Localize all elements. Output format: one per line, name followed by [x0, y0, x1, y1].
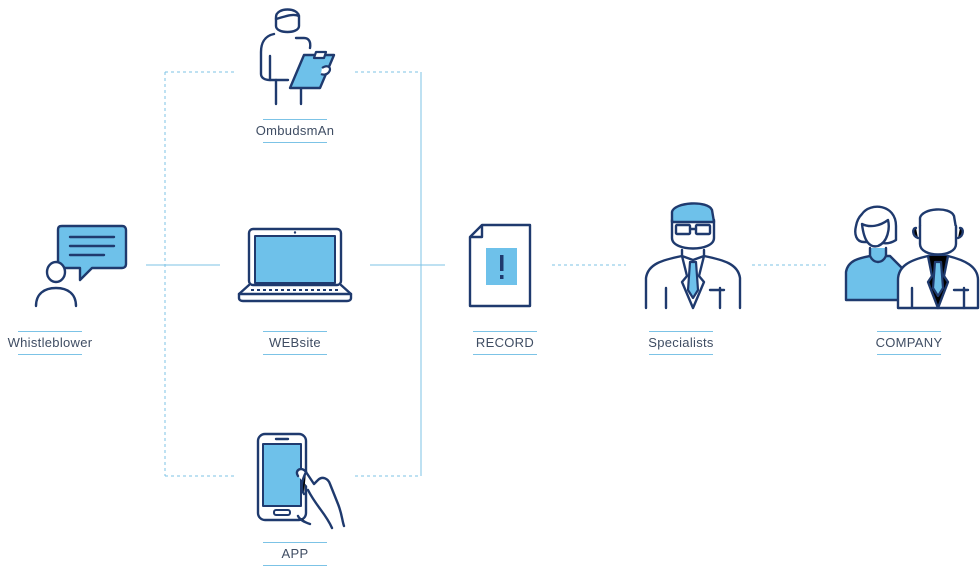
- app-node: APP: [250, 542, 340, 566]
- record-node: RECORD: [460, 331, 550, 355]
- company-node: COMPANY: [864, 331, 954, 355]
- people-group-icon: [844, 205, 980, 310]
- person-speech-bubble-icon: [34, 224, 128, 308]
- ombudsman-clipboard-icon: [259, 8, 336, 106]
- company-label: COMPANY: [875, 335, 943, 350]
- specialists-node: Specialists: [636, 331, 726, 355]
- specialist-person-icon: [644, 202, 742, 310]
- ombudsman-label: OmbudsmAn: [255, 123, 335, 138]
- ombudsman-node: OmbudsmAn: [250, 119, 340, 143]
- smartphone-hand-icon: [256, 432, 346, 530]
- app-label: APP: [281, 546, 309, 561]
- website-node: WEBsite: [250, 331, 340, 355]
- whistleblower-label: Whistleblower: [7, 335, 93, 350]
- record-label: RECORD: [475, 335, 535, 350]
- specialists-label: Specialists: [648, 335, 714, 350]
- whistleblower-node: Whistleblower: [5, 331, 95, 355]
- laptop-icon: [237, 227, 353, 303]
- website-label: WEBsite: [269, 335, 321, 350]
- document-alert-icon: [468, 223, 532, 308]
